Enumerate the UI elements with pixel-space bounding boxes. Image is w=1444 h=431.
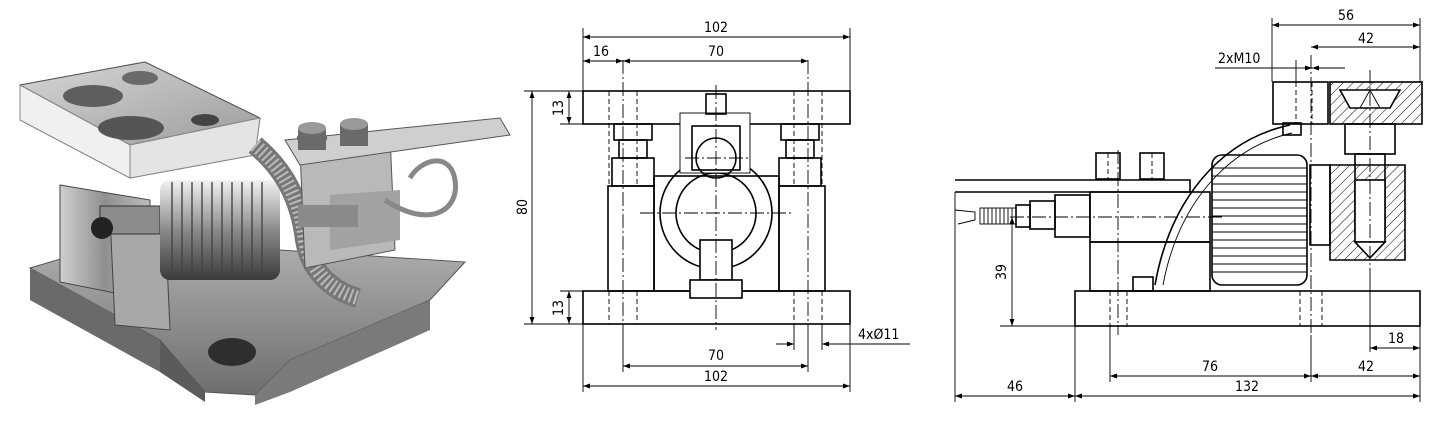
dim-side-mid-span: 76 [1202,359,1218,375]
front-view: 102 16 70 80 13 13 70 102 4xØ11 [515,20,910,392]
load-cell-mount-photo [18,61,511,405]
dim-front-bottom-plate-thickness: 13 [551,300,567,316]
dim-front-edge-offset: 16 [593,44,609,60]
hole-callout: 4xØ11 [858,327,899,343]
dim-side-right-span: 42 [1358,359,1374,375]
dim-front-top-plate-thickness: 13 [551,100,567,116]
dim-side-left-overhang: 46 [1007,379,1023,395]
dim-side-right-offset: 18 [1388,331,1404,347]
dim-front-top-hole-spacing: 70 [708,44,724,60]
side-view: 56 42 2xM10 39 18 76 42 46 132 [954,8,1423,402]
thread-callout: 2xM10 [1218,51,1260,67]
dim-front-bottom-hole-spacing: 70 [708,348,724,364]
dim-front-top-width: 102 [704,20,728,36]
dim-side-base-length: 132 [1235,379,1259,395]
dim-front-total-height: 80 [515,199,531,215]
dim-side-top-right-inner: 42 [1358,31,1374,47]
dim-side-cable-height: 39 [994,264,1010,280]
dim-front-bottom-width: 102 [704,369,728,385]
side-base-plate [1074,290,1421,327]
dim-side-top-right-span: 56 [1338,8,1354,24]
